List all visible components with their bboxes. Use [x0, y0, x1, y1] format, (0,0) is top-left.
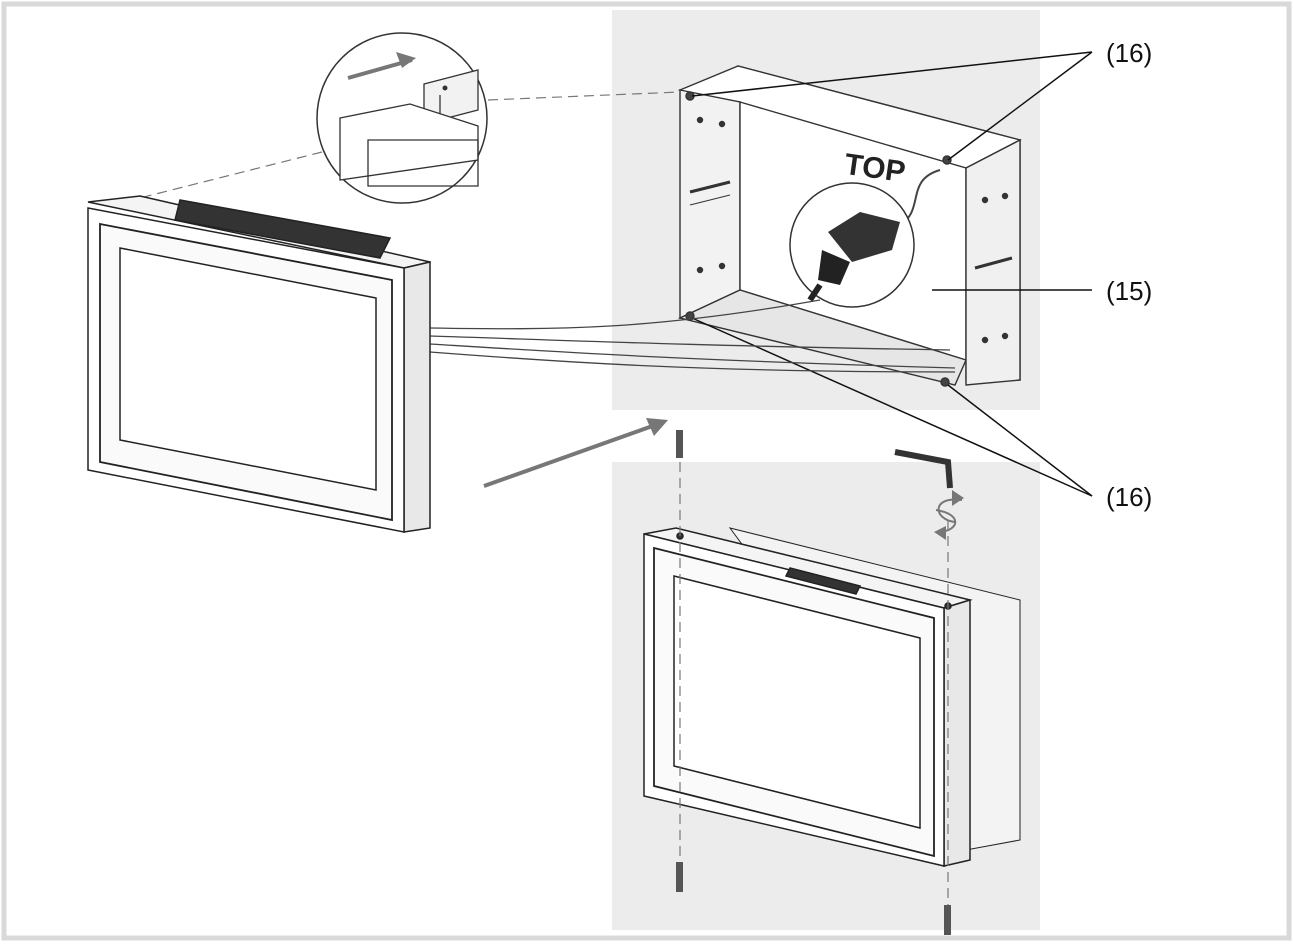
callout-label-16-bottom: (16)	[1106, 482, 1152, 512]
callout-label-16-top: (16)	[1106, 38, 1152, 68]
callout-label-15: (15)	[1106, 276, 1152, 306]
connection-cables	[429, 299, 956, 373]
allen-key-tool	[894, 449, 964, 540]
fixing-screws	[676, 430, 951, 935]
callout-leaders	[691, 51, 1093, 497]
connector-detail	[789, 182, 915, 308]
insert-arrow	[483, 418, 668, 488]
zoom-detail	[123, 32, 681, 204]
touch-panel-device	[87, 195, 431, 533]
